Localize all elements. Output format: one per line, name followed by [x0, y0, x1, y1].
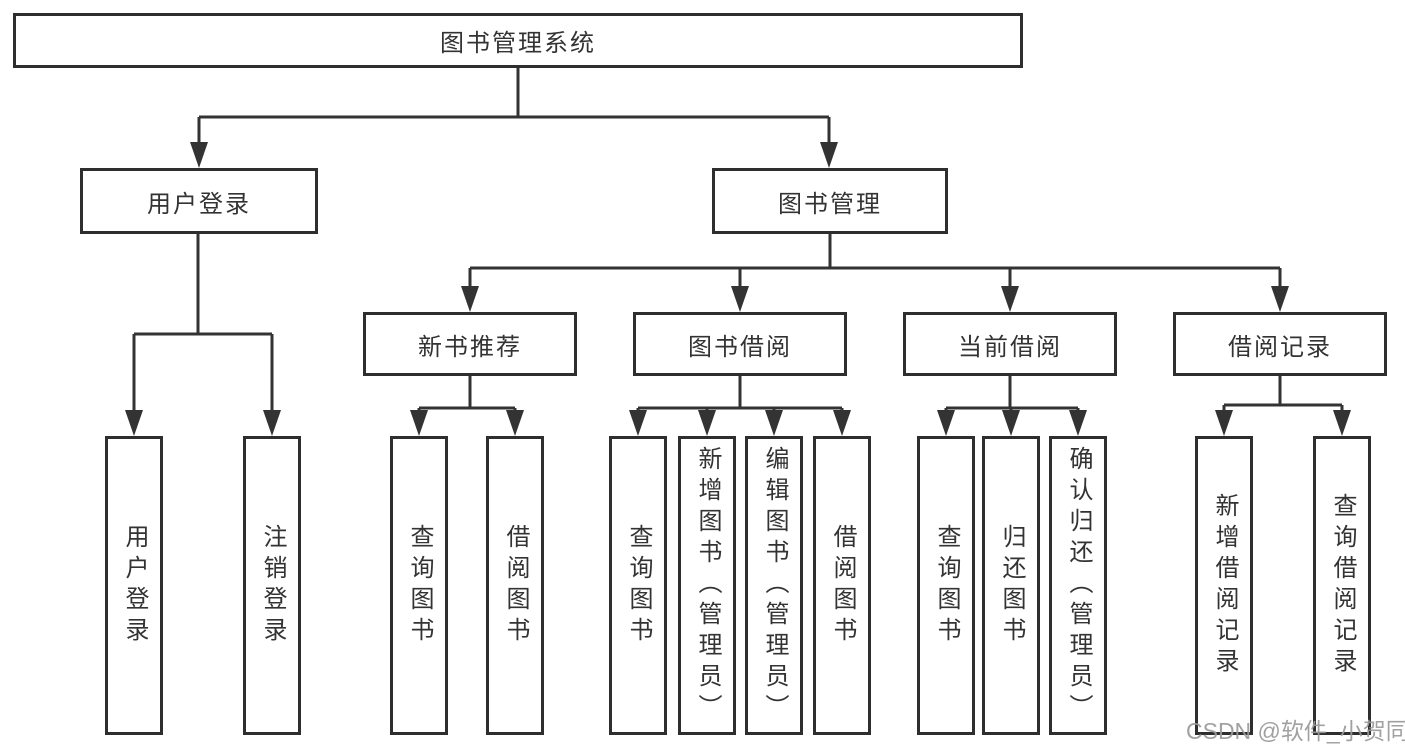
node-book-borrow-label: 图书借阅	[688, 333, 792, 361]
node-root-label: 图书管理系统	[440, 30, 596, 57]
leaf-add-books-admin: 新增图书（管理员）	[678, 436, 736, 735]
leaf-return-books: 归还图书	[982, 436, 1040, 735]
leaf-user-login: 用户登录	[105, 436, 163, 735]
node-new-book-recommend: 新书推荐	[363, 312, 577, 376]
leaf-user-login-label: 用户登录	[121, 523, 148, 648]
node-book-management: 图书管理	[712, 168, 948, 234]
arrowheads	[125, 142, 1351, 436]
leaf-confirm-return-admin-label: 确认归还（管理员）	[1065, 446, 1092, 725]
leaf-logout-label: 注销登录	[259, 523, 286, 648]
leaf-edit-books-admin-label: 编辑图书（管理员）	[761, 446, 788, 725]
leaf-recommend-borrow-books: 借阅图书	[486, 436, 544, 735]
leaf-confirm-return-admin: 确认归还（管理员）	[1049, 436, 1107, 735]
leaf-add-borrow-record: 新增借阅记录	[1195, 436, 1253, 735]
leaf-return-books-label: 归还图书	[998, 523, 1025, 648]
leaf-borrow-books: 借阅图书	[813, 436, 871, 735]
node-current-borrow: 当前借阅	[903, 312, 1117, 376]
leaf-add-borrow-record-label: 新增借阅记录	[1211, 492, 1238, 679]
leaf-current-query-books: 查询图书	[917, 436, 975, 735]
node-user-login: 用户登录	[80, 168, 318, 234]
leaf-recommend-query-books-label: 查询图书	[406, 523, 433, 648]
leaf-recommend-borrow-books-label: 借阅图书	[502, 523, 529, 648]
leaf-borrow-query-books: 查询图书	[609, 436, 667, 735]
node-borrow-records-label: 借阅记录	[1228, 333, 1332, 361]
leaf-logout: 注销登录	[243, 436, 301, 735]
leaf-query-borrow-record-label: 查询借阅记录	[1329, 492, 1356, 679]
leaf-current-query-books-label: 查询图书	[933, 523, 960, 648]
leaf-recommend-query-books: 查询图书	[390, 436, 448, 735]
leaf-edit-books-admin: 编辑图书（管理员）	[745, 436, 803, 735]
node-borrow-records: 借阅记录	[1173, 312, 1387, 376]
leaf-borrow-query-books-label: 查询图书	[625, 523, 652, 648]
node-root: 图书管理系统	[13, 13, 1023, 68]
node-user-login-label: 用户登录	[147, 190, 251, 218]
leaf-borrow-books-label: 借阅图书	[829, 523, 856, 648]
node-current-borrow-label: 当前借阅	[958, 333, 1062, 361]
leaf-query-borrow-record: 查询借阅记录	[1313, 436, 1371, 735]
leaf-add-books-admin-label: 新增图书（管理员）	[694, 446, 721, 725]
node-new-book-recommend-label: 新书推荐	[418, 333, 522, 361]
node-book-management-label: 图书管理	[778, 190, 882, 218]
node-book-borrow: 图书借阅	[633, 312, 847, 376]
csdn-watermark: CSDN @软件_小贺同学	[1186, 718, 1405, 744]
